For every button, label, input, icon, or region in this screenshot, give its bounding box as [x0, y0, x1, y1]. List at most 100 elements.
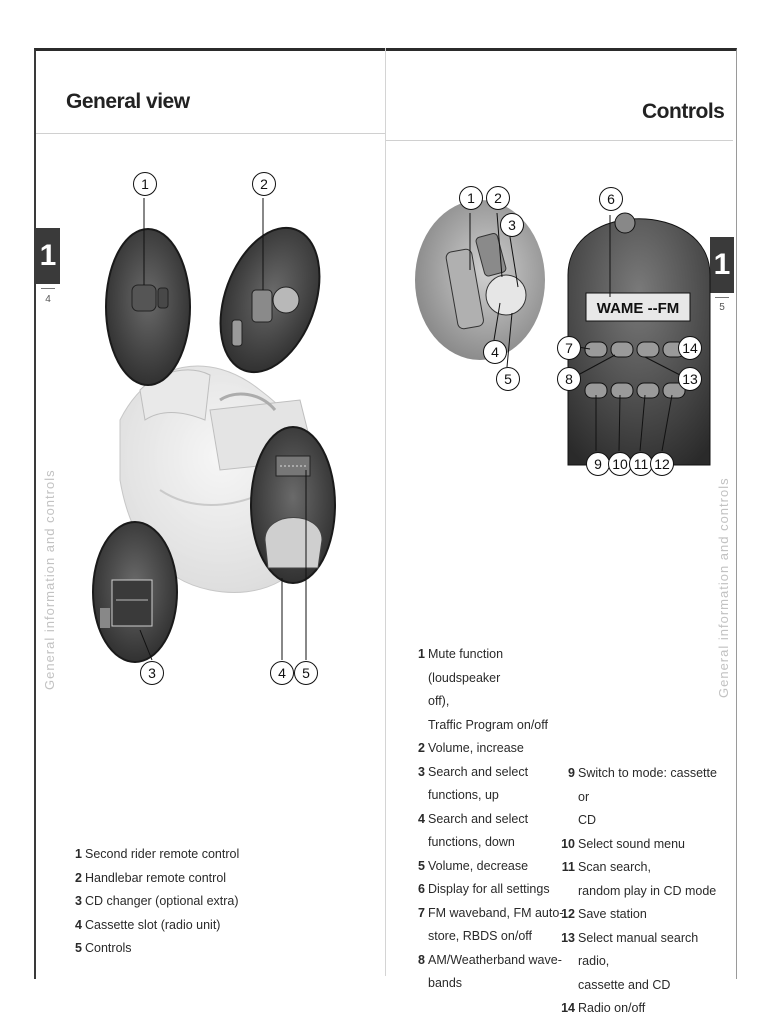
callout-7: 7 [557, 336, 581, 360]
legend-text: Volume, decrease [428, 858, 529, 873]
callout-11: 11 [629, 452, 653, 476]
legend-text: Scan search, [578, 860, 651, 874]
legend-number: 5 [418, 858, 425, 873]
left-title-rule [36, 133, 385, 134]
legend-text: Search and select [428, 764, 529, 779]
legend-number: 1 [418, 647, 425, 661]
remote-control-closeup [415, 200, 545, 360]
handlebar-remote-detail [219, 226, 321, 374]
callout-5: 5 [496, 367, 520, 391]
radio-controls-illustration: WAME --FM [415, 200, 711, 466]
legend-text: Cassette slot (radio unit) [85, 917, 221, 932]
radio-unit-detail [250, 426, 336, 584]
legend-number: 6 [418, 882, 425, 896]
legend-number: 2 [418, 741, 425, 755]
callout-2: 2 [252, 172, 276, 196]
right-page-title: Controls [642, 100, 725, 123]
callout-8: 8 [557, 367, 581, 391]
callout-14: 14 [678, 336, 702, 360]
radio-head-unit: WAME --FM [567, 212, 711, 466]
legend-item-4-line-2: functions, down [411, 831, 571, 855]
legend-text: AM/Weatherband wave- [428, 952, 562, 967]
legend-item-1-line-3: Traffic Program on/off [411, 714, 571, 738]
callout-3: 3 [140, 661, 164, 685]
legend-text: Select sound menu [578, 836, 686, 851]
right-title-rule [386, 140, 733, 141]
legend-number: 12 [561, 907, 575, 921]
legend-number: 10 [561, 836, 575, 851]
legend-item-8-line-2: bands [411, 972, 571, 996]
callout-6: 6 [599, 187, 623, 211]
callout-3: 3 [500, 213, 524, 237]
legend-number: 14 [561, 1001, 575, 1015]
legend-text: CD changer (optional extra) [85, 894, 239, 908]
legend-text: CD [578, 813, 597, 827]
legend-number: 11 [561, 860, 575, 874]
right-side-section-title: General information and controls [716, 477, 731, 698]
legend-number: 2 [75, 870, 82, 885]
legend-text: Switch to mode: cassette or [578, 766, 717, 804]
legend-text: Search and select [428, 811, 529, 826]
legend-number: 8 [418, 952, 425, 967]
legend-text: functions, up [428, 788, 499, 802]
legend-item-3-line-2: functions, up [411, 784, 571, 808]
legend-item-13-line-2: cassette and CD [561, 974, 721, 998]
left-side-section-title: General information and controls [42, 469, 57, 690]
callout-1: 1 [459, 186, 483, 210]
legend-number: 3 [418, 764, 425, 779]
left-page-title: General view [66, 90, 190, 113]
second-rider-remote-detail [105, 228, 191, 386]
legend-text: Radio on/off [578, 1001, 646, 1015]
right-tab-rule [715, 297, 729, 298]
callout-12: 12 [650, 452, 674, 476]
legend-number: 9 [568, 766, 575, 780]
legend-text: Save station [578, 907, 647, 921]
right-chapter-tab: 1 [710, 237, 734, 293]
radio-display [585, 292, 691, 322]
legend-number: 4 [418, 811, 425, 826]
legend-number: 7 [418, 905, 425, 920]
legend-text: Select manual search radio, [578, 930, 699, 969]
callout-4: 4 [483, 340, 507, 364]
callout-4: 4 [270, 661, 294, 685]
motorcycle-overview-illustration [92, 198, 336, 663]
legend-text: cassette and CD [578, 977, 671, 992]
callout-5: 5 [294, 661, 318, 685]
legend-text: Controls [85, 941, 132, 955]
callout-9: 9 [586, 452, 610, 476]
legend-text: random play in CD mode [578, 883, 717, 898]
legend-text: Display for all settings [428, 882, 550, 896]
legend-text: off), [428, 694, 450, 708]
legend-number: 4 [75, 917, 82, 932]
callout-1: 1 [133, 172, 157, 196]
legend-item-11-line-2: random play in CD mode [561, 880, 721, 904]
cd-changer-detail [92, 521, 178, 663]
legend-text: Traffic Program on/off [428, 717, 548, 732]
legend-number: 1 [75, 847, 82, 861]
legend-text: Mute function (loudspeaker [428, 647, 504, 685]
radio-display-text: WAME --FM [597, 300, 679, 317]
legend-text: bands [428, 976, 463, 990]
